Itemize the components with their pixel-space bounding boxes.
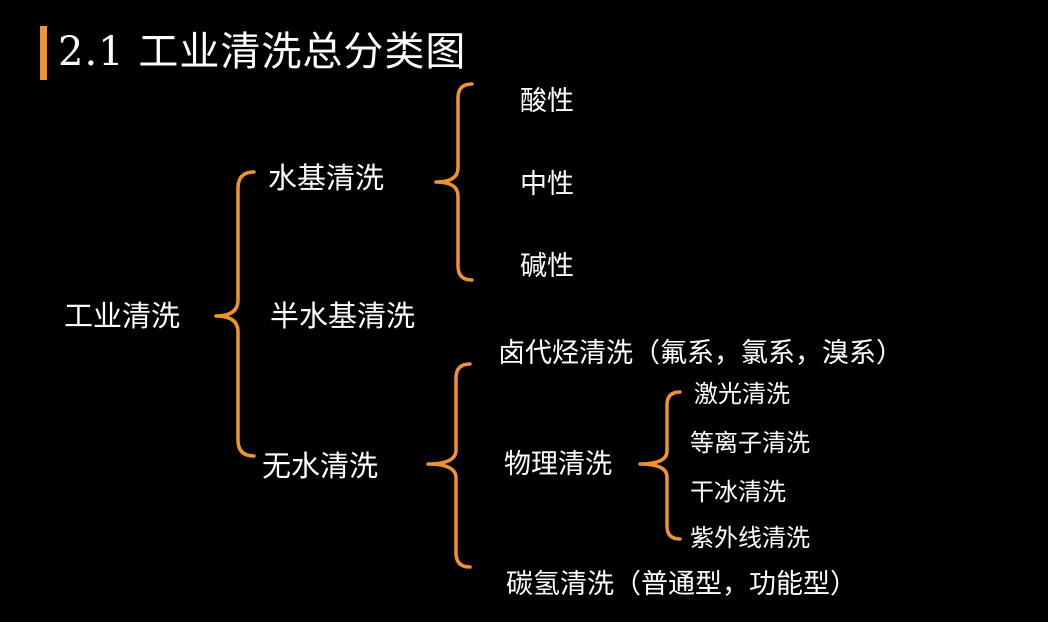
node-ultraviolet-cleaning: 紫外线清洗 <box>690 524 810 552</box>
title-accent-bar <box>40 26 47 80</box>
node-plasma-cleaning: 等离子清洗 <box>690 429 810 457</box>
node-physical-cleaning: 物理清洗 <box>504 449 612 480</box>
node-semi-water-based-cleaning: 半水基清洗 <box>270 299 416 333</box>
page-title: 2.1 工业清洗总分类图 <box>58 29 467 75</box>
brace-anhydrous <box>426 362 472 569</box>
node-industrial-cleaning: 工业清洗 <box>64 299 181 333</box>
node-neutral: 中性 <box>520 169 574 200</box>
node-halogenated-hydrocarbon-cleaning: 卤代烃清洗（氟系，氯系，溴系） <box>498 338 903 369</box>
node-water-based-cleaning: 水基清洗 <box>268 161 385 195</box>
brace-root <box>214 170 256 458</box>
node-hydrocarbon-cleaning: 碳氢清洗（普通型，功能型） <box>506 569 857 600</box>
node-laser-cleaning: 激光清洗 <box>694 380 790 408</box>
brace-physical <box>638 390 682 541</box>
node-acidic: 酸性 <box>520 86 574 117</box>
node-anhydrous-cleaning: 无水清洗 <box>262 449 379 483</box>
brace-water-based <box>434 82 474 282</box>
node-alkaline: 碱性 <box>520 251 574 282</box>
node-dry-ice-cleaning: 干冰清洗 <box>690 478 786 506</box>
